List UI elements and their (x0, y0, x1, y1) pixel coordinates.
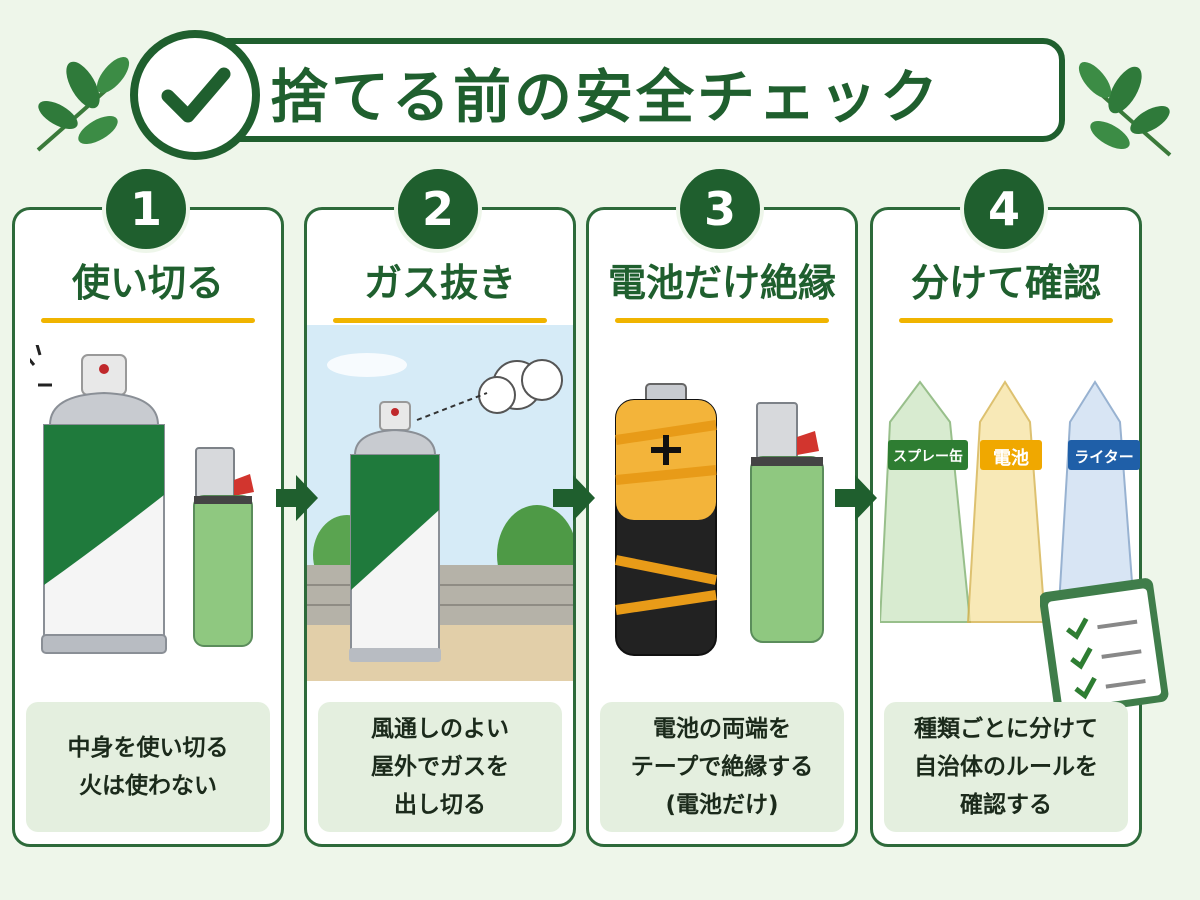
arrow-right-icon (835, 475, 877, 521)
title-underline-3 (615, 318, 829, 323)
desc-line: 種類ごとに分けて (914, 716, 1098, 742)
clipboard-checklist-icon (1040, 578, 1169, 715)
desc-line: 中身を使い切る (67, 735, 229, 761)
desc-line: 自治体のルールを (914, 754, 1098, 780)
step-number-3: 3 (676, 165, 764, 253)
step-title-4: 分けて確認 (910, 261, 1101, 305)
step-desc-3: 電池の両端を テープで絶縁する (電池だけ) (600, 702, 844, 832)
title-underline-2 (333, 318, 547, 323)
step-title-3: 電池だけ絶縁 (607, 261, 836, 305)
title-underline-1 (41, 318, 255, 323)
lighter-icon (750, 402, 824, 643)
sorting-bags (880, 380, 1140, 623)
desc-line: (電池だけ) (665, 792, 779, 818)
title-underline-4 (899, 318, 1113, 323)
spray-can-icon (349, 401, 441, 662)
step-desc-1: 中身を使い切る 火は使わない (26, 702, 270, 832)
arrow-right-icon (276, 475, 318, 521)
page-title: 捨てる前の安全チェック (270, 63, 942, 131)
desc-line: 火は使わない (79, 773, 217, 799)
step-title-2: ガス抜き (363, 261, 516, 305)
title-check-badge (130, 30, 260, 160)
step-number-1: 1 (102, 165, 190, 253)
bag-label-lighter: ライター (1074, 448, 1134, 466)
desc-line: 屋外でガスを (371, 754, 509, 780)
desc-line: 確認する (960, 792, 1052, 818)
lighter-icon (193, 447, 254, 647)
leaf-icon-left (36, 56, 130, 152)
spray-can-icon (30, 345, 167, 654)
desc-line: 電池の両端を (653, 716, 791, 742)
step-number-4: 4 (960, 165, 1048, 253)
step-title-1: 使い切る (71, 261, 224, 305)
desc-line: 出し切る (394, 792, 486, 818)
bag-label-battery: 電池 (993, 448, 1029, 469)
step-desc-4: 種類ごとに分けて 自治体のルールを 確認する (884, 702, 1128, 832)
leaf-icon-right (1078, 61, 1172, 157)
check-icon (161, 67, 231, 123)
desc-line: テープで絶縁する (630, 754, 814, 780)
step-number-2: 2 (394, 165, 482, 253)
arrow-right-icon (553, 475, 595, 521)
desc-line: 風通しのよい (371, 716, 509, 742)
bag-label-spray: スプレー缶 (893, 449, 963, 465)
battery-icon (615, 383, 717, 656)
step-desc-2: 風通しのよい 屋外でガスを 出し切る (318, 702, 562, 832)
